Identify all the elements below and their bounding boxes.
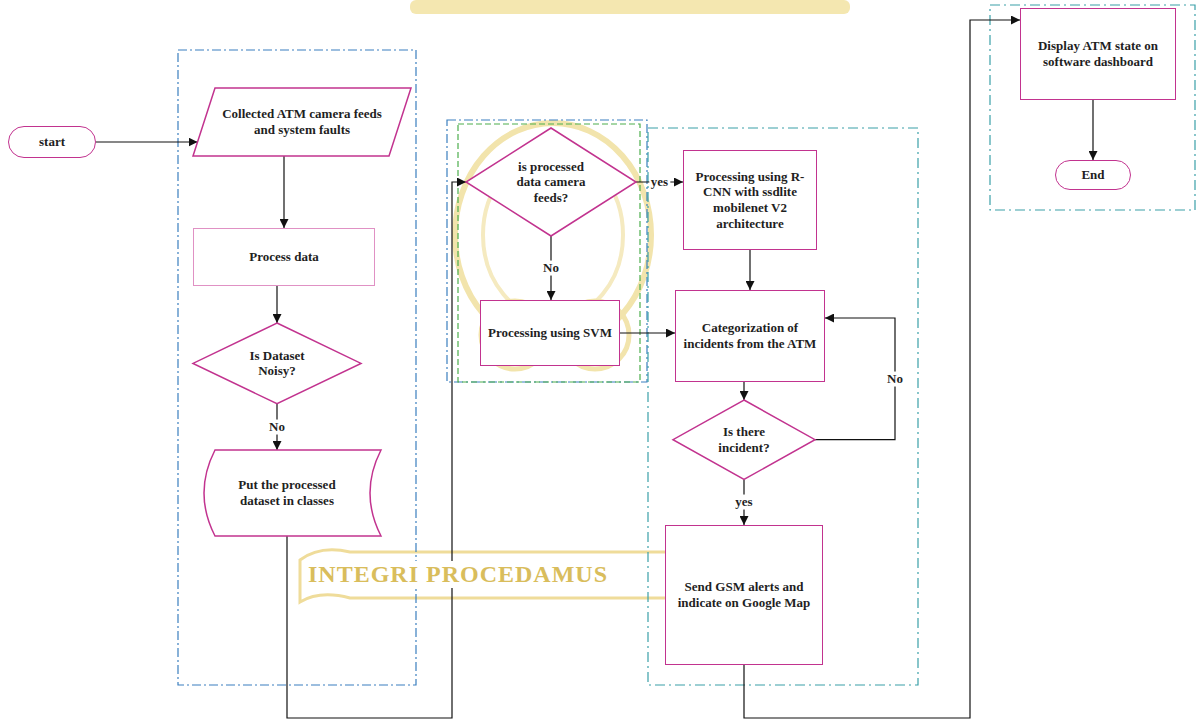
- group-frame: [648, 128, 918, 685]
- node-text: Put the processed dataset in classes: [218, 477, 356, 508]
- flow-arrow: [743, 382, 744, 400]
- input-parallelogram-outline: [193, 88, 411, 156]
- decision-diamond-outline: [673, 400, 815, 479]
- node-text: Processing using R-CNN with ssdlite mobi…: [689, 169, 811, 231]
- process-box: Processing using SVM: [480, 300, 620, 366]
- node-text: Is Dataset Noisy?: [229, 348, 325, 379]
- flow-arrow: [276, 286, 277, 323]
- decision-diamond: is processed data camera feeds?: [466, 128, 636, 236]
- flow-arrow: [749, 250, 750, 290]
- node-text: start: [16, 134, 88, 150]
- node-text: Process data: [199, 249, 369, 265]
- watermark: INTEGRI PROCEDAMUS: [305, 561, 611, 588]
- decision-diamond: Is Dataset Noisy?: [193, 323, 361, 404]
- flow-arrow: [96, 141, 198, 142]
- process-box: Display ATM state on software dashboard: [1020, 8, 1176, 100]
- node-text: is processed data camera feeds?: [506, 159, 596, 206]
- node-text: Send GSM alerts and indicate on Google M…: [671, 579, 817, 610]
- node-text: Processing using SVM: [486, 325, 614, 341]
- decision-diamond: Is there incident?: [673, 400, 815, 479]
- input-parallelogram: Collected ATM camera feeds and system fa…: [193, 88, 411, 156]
- decision-diamond-outline: [466, 128, 636, 236]
- process-box: Categorization of incidents from the ATM: [675, 290, 825, 382]
- terminal-pill: start: [8, 126, 96, 158]
- group-frame: [990, 5, 1195, 210]
- process-box: Processing using R-CNN with ssdlite mobi…: [683, 150, 817, 250]
- flow-arrow: [283, 156, 284, 228]
- flow-arrow: [815, 318, 895, 440]
- flow-arrow: [620, 332, 675, 333]
- group-frame: [458, 124, 640, 382]
- node-text: Is there incident?: [704, 424, 784, 455]
- node-text: Display ATM state on software dashboard: [1026, 38, 1170, 69]
- branch-label: yes: [733, 495, 754, 510]
- decision-diamond-outline: [193, 323, 361, 404]
- crest-band: [410, 0, 850, 14]
- data-store-outline: [204, 450, 381, 536]
- group-frame: [447, 120, 647, 382]
- process-box: Process data: [193, 228, 375, 286]
- group-frame: [178, 50, 416, 685]
- node-text: Collected ATM camera feeds and system fa…: [219, 106, 385, 137]
- flow-arrow: [1092, 100, 1093, 160]
- branch-label: yes: [649, 175, 670, 190]
- terminal-pill: End: [1055, 160, 1131, 190]
- branch-label: No: [267, 419, 287, 434]
- node-text: End: [1063, 167, 1123, 183]
- node-text: Categorization of incidents from the ATM: [681, 320, 819, 351]
- branch-label: No: [541, 261, 561, 276]
- branch-label: No: [885, 371, 905, 386]
- process-box: Send GSM alerts and indicate on Google M…: [665, 525, 823, 665]
- data-store: Put the processed dataset in classes: [193, 450, 381, 536]
